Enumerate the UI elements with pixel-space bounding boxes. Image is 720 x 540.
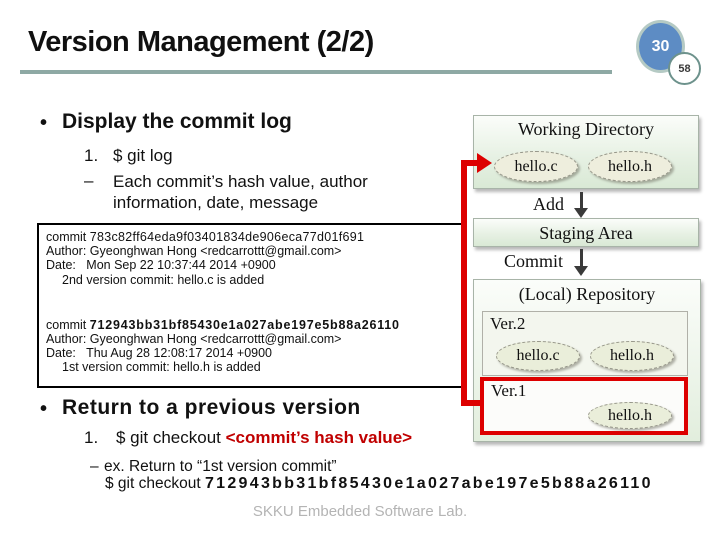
checkout-arrow-icon: [477, 153, 492, 173]
file-ellipse-hello-c: hello.c: [494, 151, 578, 182]
checkout-connector-line: [461, 160, 467, 406]
list-marker: 1.: [84, 428, 99, 447]
add-label: Add: [533, 194, 564, 214]
file-ellipse-hello-h: hello.h: [588, 151, 672, 182]
bullet-marker: •: [40, 398, 48, 420]
commit-date-line: Date: Thu Aug 28 12:08:17 2014 +0900: [46, 346, 273, 361]
git-log-command: $ git log: [113, 146, 173, 165]
staging-area-box: Staging Area: [473, 218, 699, 247]
down-arrow-icon: [580, 249, 583, 267]
commit-label: Commit: [504, 251, 564, 271]
staging-area-title: Staging Area: [539, 223, 633, 243]
page-total-badge: 58: [668, 52, 701, 85]
list-marker: 1.: [84, 146, 99, 165]
commit-entry: commit 783c82ff64eda9f03401834de906eca77…: [46, 230, 461, 287]
section-heading-return-version: Return to a previous version: [62, 396, 361, 419]
section-heading-display-log: Display the commit log: [62, 110, 292, 133]
local-repository-title: (Local) Repository: [518, 284, 656, 304]
file-ellipse-hello-h: hello.h: [588, 402, 672, 429]
commit-hash: 783c82ff64eda9f03401834de906eca77d01f691: [89, 230, 365, 244]
commit-hash-line: commit 783c82ff64eda9f03401834de906eca77…: [46, 230, 365, 244]
down-arrow-head-icon: [574, 208, 588, 218]
commit-log-box: commit 783c82ff64eda9f03401834de906eca77…: [37, 223, 463, 388]
page-title: Version Management (2/2): [28, 26, 374, 58]
commit-author-line: Author: Gyeonghwan Hong <redcarrottt@gma…: [46, 244, 342, 259]
commit-date-line: Date: Mon Sep 22 10:37:44 2014 +0900: [46, 258, 276, 273]
footer-lab-name: SKKU Embedded Software Lab.: [252, 503, 468, 520]
commit-message-line: 1st version commit: hello.h is added: [62, 360, 261, 375]
title-underline: [20, 70, 612, 74]
page-number-badge: 30: [636, 20, 685, 73]
checkout-example-command: $ git checkout 712943bb31bf85430e1a027ab…: [105, 475, 653, 492]
list-marker: –: [90, 458, 99, 475]
commit-hash-line: commit 712943bb31bf85430e1a027abe197e5b8…: [46, 317, 400, 332]
version2-label: Ver.2: [490, 314, 526, 333]
commit-message-line: 2nd version commit: hello.c is added: [62, 272, 265, 287]
list-marker: –: [84, 171, 94, 190]
file-ellipse-hello-c: hello.c: [496, 341, 580, 371]
commit-entry: commit 712943bb31bf85430e1a027abe197e5b8…: [46, 318, 461, 375]
checkout-example-label: ex. Return to “1st version commit”: [104, 458, 337, 475]
bullet-marker: •: [40, 112, 48, 134]
file-ellipse-hello-h: hello.h: [590, 341, 674, 371]
down-arrow-icon: [580, 192, 583, 209]
checkout-connector-line: [461, 160, 478, 166]
working-directory-title: Working Directory: [517, 119, 654, 139]
checkout-connector-line: [461, 400, 481, 406]
commit-info-description: Each commit’s hash value, author informa…: [113, 172, 368, 212]
git-checkout-command: $ git checkout <commit’s hash value>: [116, 428, 413, 447]
hash-placeholder: <commit’s hash value>: [225, 428, 413, 447]
checkout-hash: 712943bb31bf85430e1a027abe197e5b88a26110: [204, 475, 653, 492]
commit-hash: 712943bb31bf85430e1a027abe197e5b88a26110: [89, 317, 400, 332]
version1-label: Ver.1: [491, 381, 527, 400]
commit-author-line: Author: Gyeonghwan Hong <redcarrottt@gma…: [46, 332, 342, 347]
down-arrow-head-icon: [574, 266, 588, 276]
